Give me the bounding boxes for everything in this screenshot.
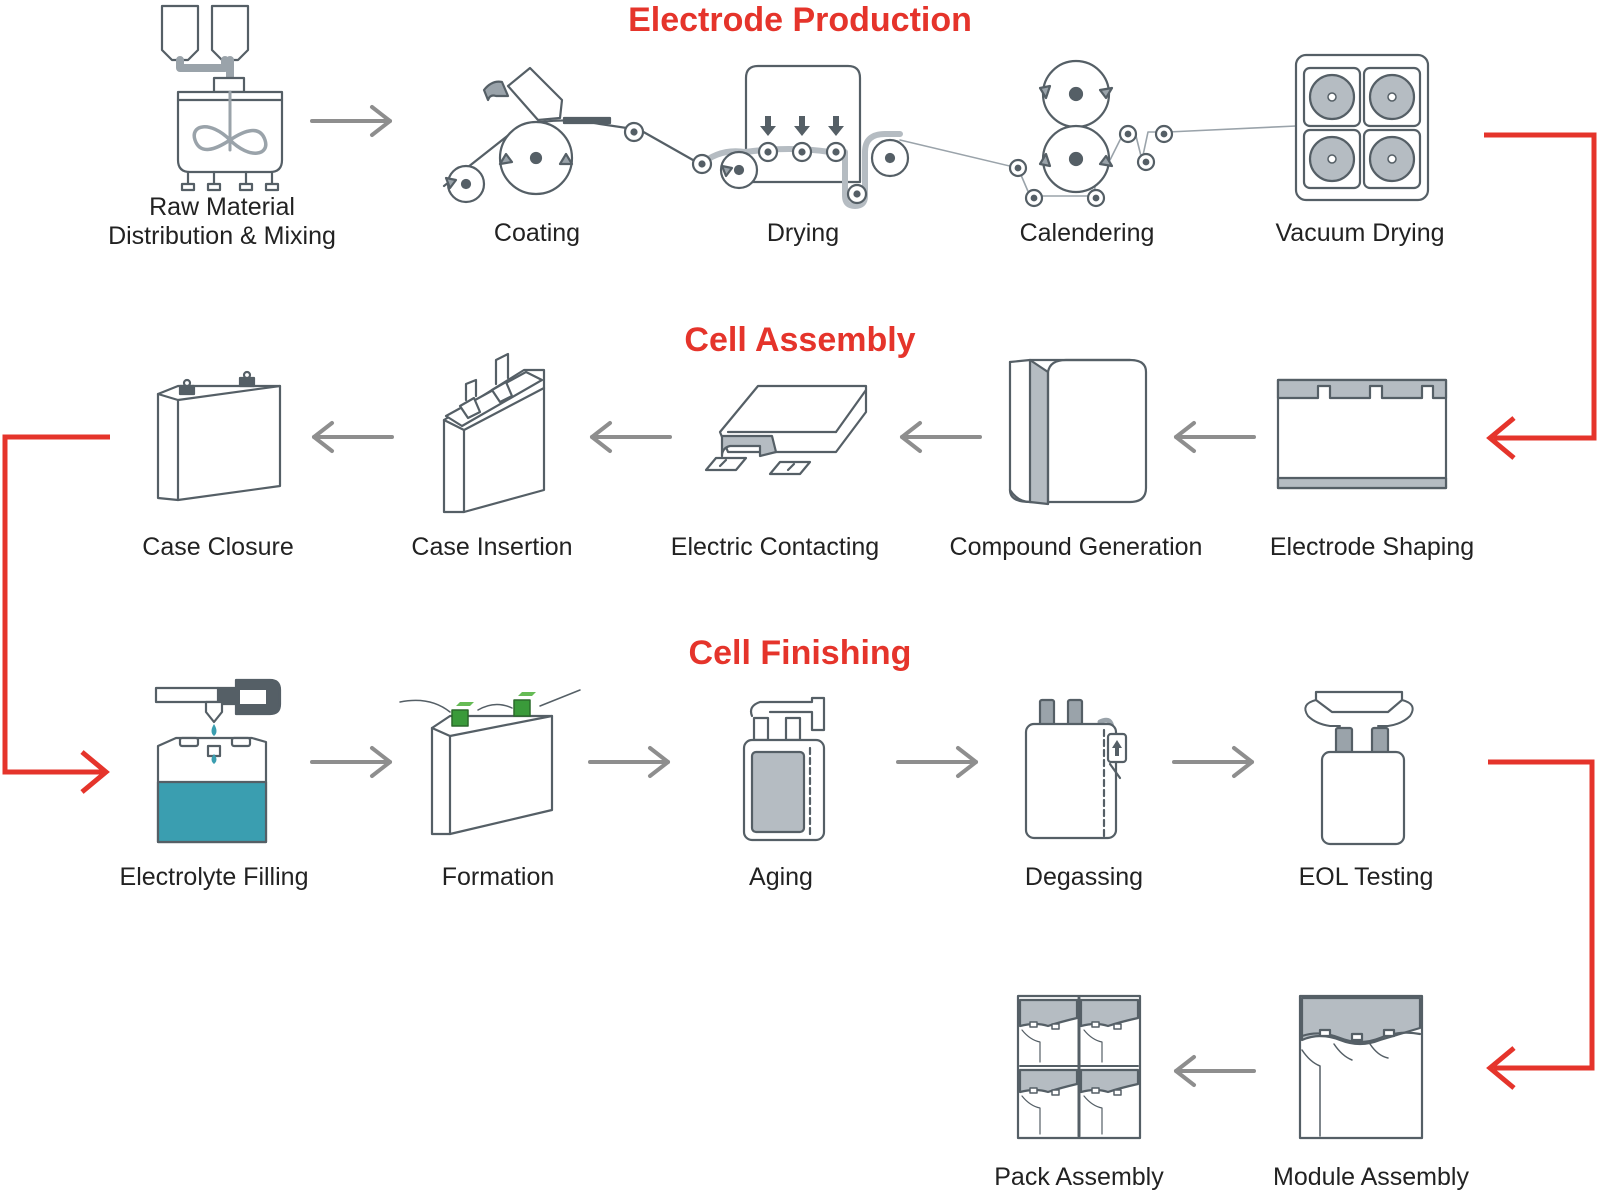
step-label-case-closure: Case Closure xyxy=(142,533,294,561)
coating-machine-icon xyxy=(442,66,702,204)
arrow-module-to-pack xyxy=(1174,1055,1256,1087)
cell-insert-icon xyxy=(442,352,546,514)
formation-cell-icon xyxy=(399,689,581,836)
cell-stack-contacts-icon xyxy=(704,384,868,476)
arrow-mixing-to-coating xyxy=(310,105,392,137)
section-title-cell-finishing: Cell Finishing xyxy=(688,634,912,672)
vacuum-dryer-icon xyxy=(1294,53,1430,202)
step-label-formation: Formation xyxy=(441,863,555,891)
eol-tester-icon xyxy=(1304,690,1414,846)
process-arrows xyxy=(310,105,1256,1087)
filling-cell-icon xyxy=(154,678,282,844)
aging-cell-icon xyxy=(742,696,826,842)
connector-finishing-to-modules xyxy=(1486,759,1595,1090)
step-label-vacuum-drying: Vacuum Drying xyxy=(1275,219,1445,247)
arrow-aging-to-degassing xyxy=(896,746,978,778)
step-label-electric-contacting: Electric Contacting xyxy=(670,533,880,561)
step-label-raw-material-line1: Raw Material xyxy=(149,193,295,221)
arrow-formation-to-aging xyxy=(588,746,670,778)
step-label-eol-testing: EOL Testing xyxy=(1298,863,1434,891)
step-label-case-insertion: Case Insertion xyxy=(411,533,573,561)
step-label-pack-assembly: Pack Assembly xyxy=(994,1163,1164,1191)
step-label-module-assembly: Module Assembly xyxy=(1273,1163,1469,1191)
arrow-insertion-to-closure xyxy=(312,421,394,453)
dryer-icon xyxy=(691,64,1019,209)
arrow-contacting-to-insertion xyxy=(590,421,672,453)
step-label-electrode-shaping: Electrode Shaping xyxy=(1269,533,1475,561)
arrow-shaping-to-compound xyxy=(1174,421,1256,453)
step-label-electrolyte-filling: Electrolyte Filling xyxy=(119,863,309,891)
step-label-coating: Coating xyxy=(493,219,581,247)
step-label-compound-generation: Compound Generation xyxy=(949,533,1203,561)
arrow-compound-to-contacting xyxy=(900,421,982,453)
calender-icon xyxy=(1008,59,1297,208)
closed-cell-icon xyxy=(156,370,282,502)
mixer-icon xyxy=(160,4,284,192)
module-icon xyxy=(1298,994,1424,1140)
step-label-drying: Drying xyxy=(766,219,840,247)
step-label-aging: Aging xyxy=(749,863,813,891)
pack-icon xyxy=(1016,994,1142,1140)
step-label-calendering: Calendering xyxy=(1019,219,1155,247)
step-label-degassing: Degassing xyxy=(1024,863,1144,891)
section-connectors xyxy=(2,132,1597,1090)
arrow-degassing-to-eol xyxy=(1172,746,1254,778)
electrode-sheet-icon xyxy=(1276,378,1448,490)
connector-electrode-to-assembly xyxy=(1484,132,1597,460)
degassing-cell-icon xyxy=(1024,698,1128,840)
connector-assembly-to-finishing xyxy=(2,434,110,794)
step-label-raw-material-line2: Distribution & Mixing xyxy=(108,222,336,250)
arrow-filling-to-formation xyxy=(310,746,392,778)
electrode-roll-icon xyxy=(1008,358,1148,506)
section-title-cell-assembly: Cell Assembly xyxy=(684,321,916,359)
section-title-electrode-production: Electrode Production xyxy=(628,1,972,39)
